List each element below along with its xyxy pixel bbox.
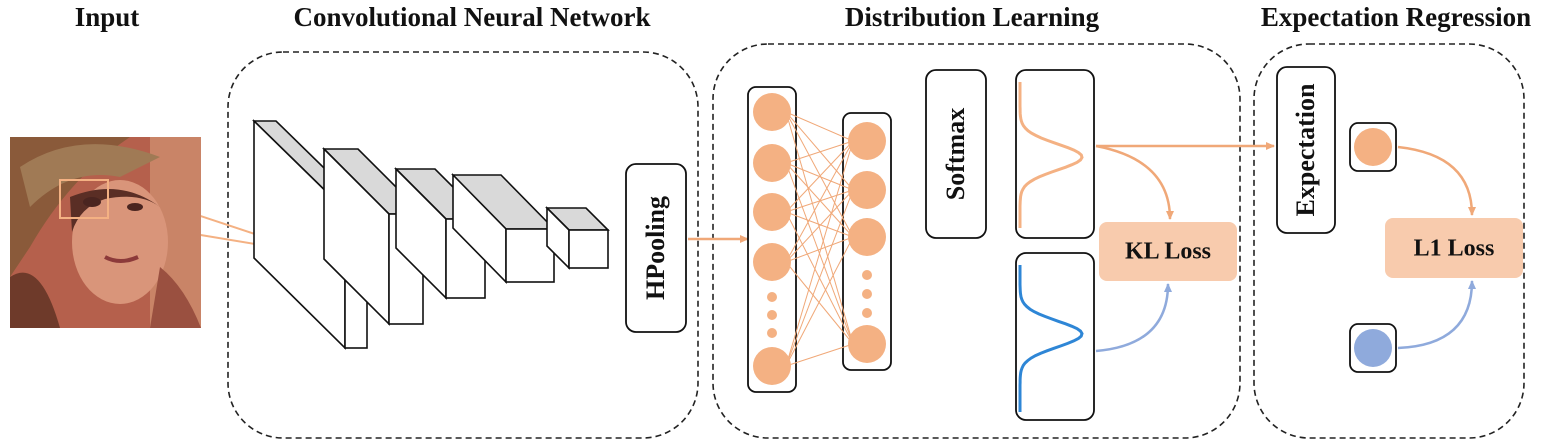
pred-to-l1-arrow bbox=[1397, 145, 1476, 216]
distribution-section-frame bbox=[712, 43, 1241, 439]
fc2-neuron bbox=[848, 171, 886, 209]
expectation-label: Expectation bbox=[1291, 83, 1320, 217]
fc-connection bbox=[785, 140, 854, 263]
distribution-title: Distribution Learning bbox=[844, 2, 1100, 32]
gt-to-kl-arrow bbox=[1095, 283, 1172, 353]
fc2-ellipsis-dot bbox=[862, 308, 872, 318]
fc-connection bbox=[785, 189, 854, 263]
softmax-label: Softmax bbox=[941, 107, 970, 201]
fc-connection bbox=[785, 140, 854, 367]
fc1-neuron bbox=[753, 93, 791, 131]
fc1-ellipsis-dot bbox=[767, 292, 777, 302]
fc-connection bbox=[785, 140, 854, 164]
predicted-distribution-box bbox=[1015, 69, 1095, 239]
label-distribution-curve bbox=[1018, 265, 1084, 412]
predicted-value-node bbox=[1354, 128, 1392, 166]
conv-layer-5 bbox=[545, 206, 610, 270]
input-title: Input bbox=[74, 2, 140, 32]
fc-connection bbox=[785, 343, 854, 367]
fc1-neuron bbox=[753, 243, 791, 281]
expectation-section-frame bbox=[1253, 43, 1525, 439]
fc-connection bbox=[785, 211, 854, 238]
kl-loss-label: KL Loss bbox=[1124, 238, 1212, 265]
hpooling-box bbox=[625, 163, 687, 333]
fc-connection bbox=[785, 111, 854, 238]
pred-to-kl-arrow bbox=[1095, 144, 1174, 220]
fc-neurons bbox=[753, 93, 886, 385]
softmax-box bbox=[925, 69, 987, 239]
fc-connections bbox=[785, 111, 854, 367]
predicted-distribution-curve bbox=[1018, 82, 1084, 228]
fc1-neuron bbox=[753, 347, 791, 385]
conv-layer-4 bbox=[451, 173, 556, 284]
fc2-neuron bbox=[848, 122, 886, 160]
expectation-box bbox=[1276, 66, 1336, 234]
kl-loss-box bbox=[1099, 222, 1237, 281]
fc-connection bbox=[785, 111, 854, 345]
fc1-neuron bbox=[753, 144, 791, 182]
fc1-ellipsis-dot bbox=[767, 328, 777, 338]
fc2-neuron bbox=[848, 325, 886, 363]
input-face-image bbox=[10, 137, 201, 328]
cnn-section-frame bbox=[227, 51, 699, 439]
fc2-ellipsis-dot bbox=[862, 270, 872, 280]
l1-loss-label: L1 Loss bbox=[1413, 235, 1495, 262]
fc2-ellipsis-dot bbox=[862, 289, 872, 299]
label-distribution-box bbox=[1015, 252, 1095, 421]
fc-connection bbox=[785, 111, 854, 142]
label-value-node bbox=[1354, 329, 1392, 367]
fc-connection bbox=[785, 236, 854, 263]
cnn-title: Convolutional Neural Network bbox=[293, 2, 651, 32]
fc-layer-1 bbox=[747, 86, 797, 393]
fc-connection bbox=[785, 261, 854, 345]
expectation-title: Expectation Regression bbox=[1260, 2, 1532, 32]
hpooling-label: HPooling bbox=[641, 195, 670, 301]
fc-connection bbox=[785, 162, 854, 238]
fc1-ellipsis-dot bbox=[767, 310, 777, 320]
fc-connection bbox=[785, 236, 854, 367]
fc-connection bbox=[785, 140, 854, 213]
fc2-neuron bbox=[848, 218, 886, 256]
gt-to-l1-arrow bbox=[1397, 280, 1476, 350]
fc1-neuron bbox=[753, 193, 791, 231]
fc-connection bbox=[785, 189, 854, 367]
l1-loss-box bbox=[1385, 218, 1523, 278]
